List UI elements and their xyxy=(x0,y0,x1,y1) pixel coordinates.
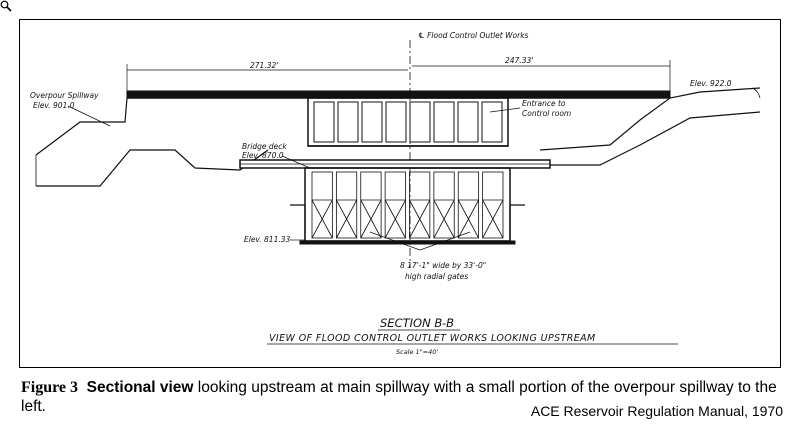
gate-bay xyxy=(457,171,480,239)
upper-bay xyxy=(337,101,359,143)
gate-brace xyxy=(336,199,358,239)
bridge-label-1: Bridge deck xyxy=(242,142,287,151)
gate-bay xyxy=(482,171,504,239)
ground-right xyxy=(539,87,761,151)
figure-label: Figure 3 xyxy=(21,379,79,396)
gate-bay xyxy=(384,171,406,239)
gate-brace xyxy=(433,199,455,239)
overpour-label-1: Overpour Spillway xyxy=(30,91,99,100)
gate-brace xyxy=(311,199,333,239)
drawing-frame xyxy=(19,19,781,368)
scale-label: Scale 1"=40' xyxy=(396,348,438,356)
gate-bay xyxy=(335,171,358,239)
caption-text: looking upstream at main spillway with a… xyxy=(21,379,777,415)
dim-right-label: 247.33' xyxy=(505,56,533,65)
entrance-label-2: Control room xyxy=(522,109,571,118)
upper-bay xyxy=(433,101,455,143)
gate-bay xyxy=(360,171,382,239)
gate-brace xyxy=(457,199,479,239)
section-subtitle: VIEW OF FLOOD CONTROL OUTLET WORKS LOOKI… xyxy=(269,333,596,344)
section-title: SECTION B-B xyxy=(380,316,454,330)
gate-brace xyxy=(409,199,431,239)
gate-bay xyxy=(409,171,431,239)
centerline-label: ℄ Flood Control Outlet Works xyxy=(418,31,529,40)
upper-bay xyxy=(409,101,431,143)
gate-brace xyxy=(384,199,406,239)
caption-source: ACE Reservoir Regulation Manual, 1970 xyxy=(530,403,783,419)
gate-bay xyxy=(311,171,333,239)
elev-right-label: Elev. 922.0 xyxy=(690,79,732,88)
gate-brace xyxy=(360,199,382,239)
upper-bay xyxy=(481,101,503,143)
bridge-label-2: Elev. 870.0 xyxy=(242,151,284,160)
entrance-label-1: Entrance to xyxy=(522,99,566,108)
dim-left-label: 271.32' xyxy=(250,61,278,70)
ground-left xyxy=(35,97,128,156)
gate-bay xyxy=(433,171,455,239)
upper-bay xyxy=(361,101,383,143)
elev-bottom-label: Elev. 811.33 xyxy=(244,235,291,244)
overpour-label-2: Elev. 901.0 xyxy=(33,101,75,110)
upper-bay xyxy=(385,101,407,143)
zoom-cursor-icon xyxy=(0,0,12,12)
foundation xyxy=(290,204,525,242)
upper-bay xyxy=(313,101,335,143)
gate-brace xyxy=(482,199,504,239)
caption-bold-phrase: Sectional view xyxy=(86,379,194,396)
figure-caption: Figure 3 Sectional view looking upstream… xyxy=(21,378,791,416)
gate-structure xyxy=(304,167,511,242)
gates-label-1: 8 17'-1" wide by 33'-0" xyxy=(400,261,486,270)
gates-label-2: high radial gates xyxy=(405,272,468,281)
upper-bay xyxy=(457,101,479,143)
main-deck xyxy=(126,90,671,99)
